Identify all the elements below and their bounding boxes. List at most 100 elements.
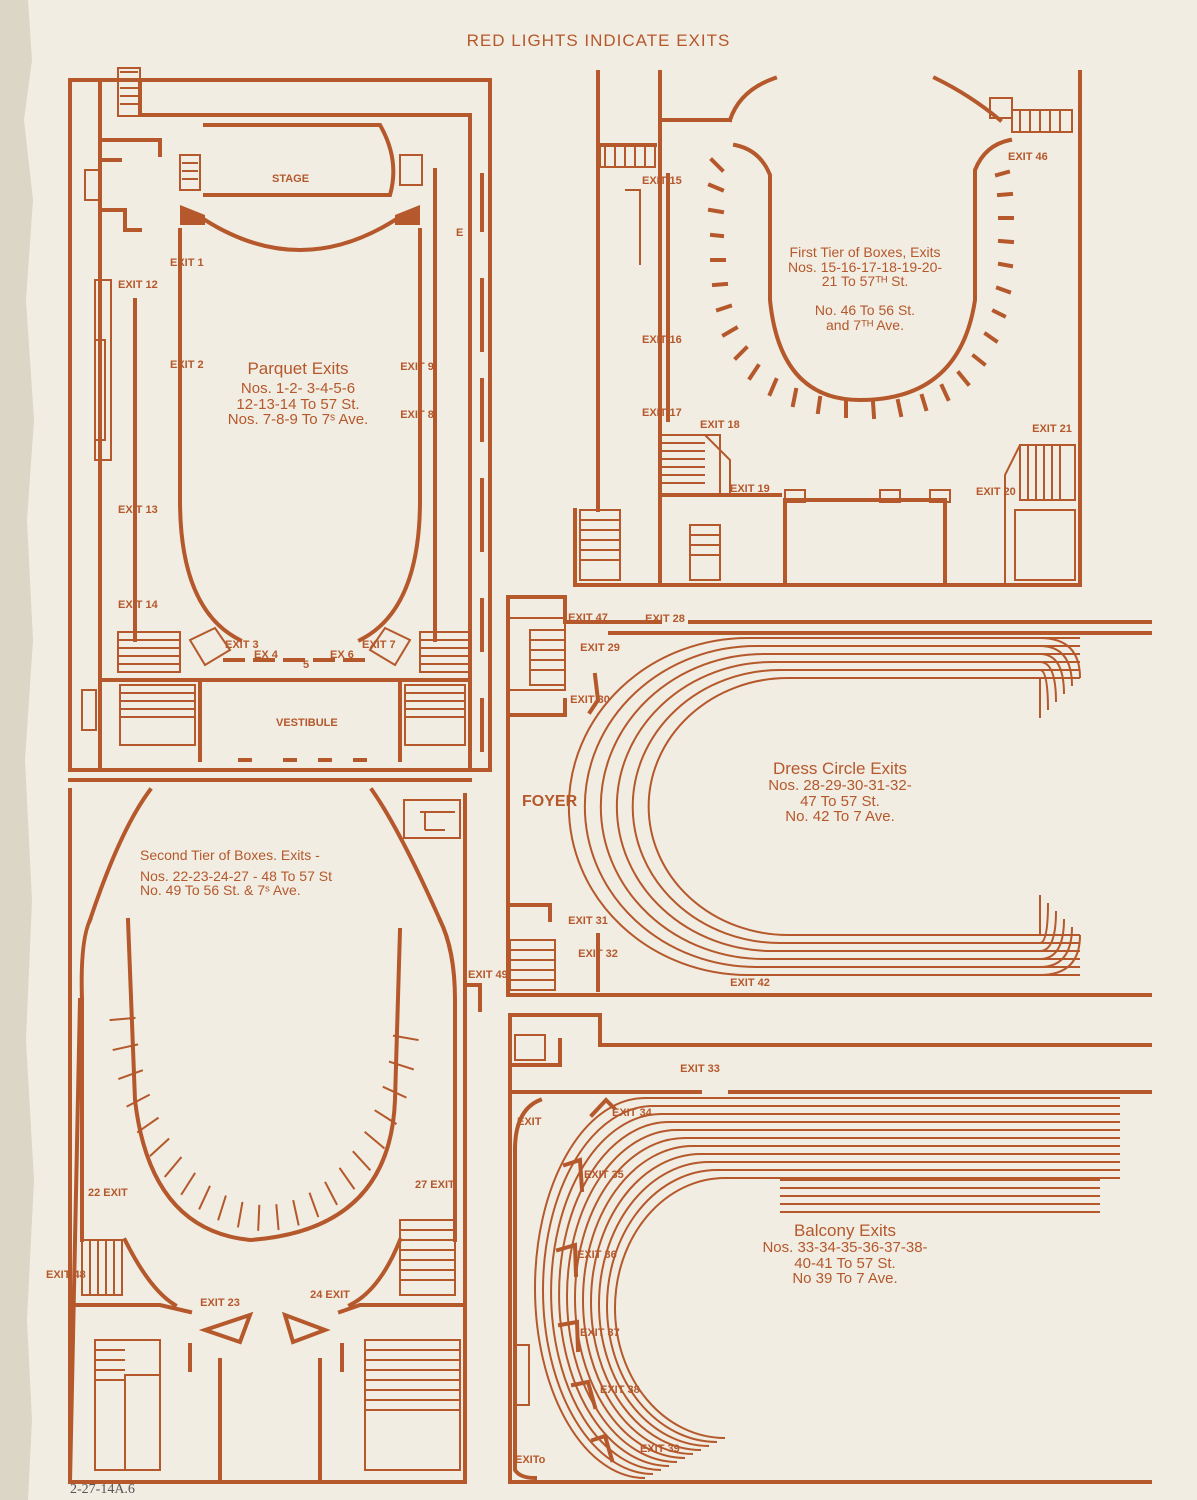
- exit-16-label: EXIT 16: [642, 334, 682, 346]
- first-tier-line-4: and 7ᵀᴴ Ave.: [826, 316, 904, 333]
- balcony-line-2: 40-41 To 57 St.: [794, 1254, 896, 1272]
- parquet-line-1: Nos. 1-2- 3-4-5-6: [240, 379, 356, 397]
- dress-circle-row-end: [1039, 653, 1065, 695]
- exit-19-label: EXIT 19: [730, 483, 770, 495]
- balcony-row: [558, 1121, 1120, 1467]
- exit-23-label: EXIT 23: [200, 1297, 240, 1309]
- exit-24-label: 24 EXIT: [310, 1289, 350, 1301]
- box-partition: [163, 1156, 183, 1178]
- exit-38-label: EXIT 38: [600, 1384, 640, 1396]
- dress-circle-text: Dress Circle Exits Nos. 28-29-30-31-32- …: [735, 760, 945, 825]
- dress-circle-row-end: [1039, 910, 1057, 952]
- second-tier-plan: [67, 778, 482, 1485]
- exit-35-label: EXIT 35: [584, 1169, 624, 1181]
- exit-5-label: 5: [302, 659, 310, 671]
- dress-circle-line-2: 47 To 57 St.: [800, 792, 880, 810]
- first-tier-title: First Tier of Boxes, Exits: [789, 244, 941, 260]
- dress-circle-row: [647, 677, 1080, 936]
- exit-49-label: EXIT 49: [468, 969, 508, 981]
- dress-circle-row-end: [1039, 645, 1073, 687]
- balcony-line-1: Nos. 33-34-35-36-37-38-: [762, 1238, 928, 1256]
- balcony-row: [566, 1129, 1120, 1463]
- box-partition: [149, 1137, 170, 1157]
- balcony-title: Balcony Exits: [793, 1221, 897, 1240]
- box-partition: [236, 1201, 244, 1228]
- parquet-title: Parquet Exits: [247, 359, 349, 378]
- box-partition: [338, 1167, 356, 1190]
- box-partition: [109, 1016, 136, 1022]
- box-partition: [180, 1172, 196, 1196]
- box-partition: [324, 1181, 338, 1206]
- dress-circle-row-end: [1039, 661, 1057, 703]
- exit-6-label: EX 6: [330, 649, 354, 661]
- balcony-row: [598, 1161, 1120, 1447]
- exit-14-label: EXIT 14: [118, 599, 158, 611]
- dress-circle-title: Dress Circle Exits: [772, 759, 908, 778]
- exit-36-label: EXIT 36: [577, 1249, 617, 1261]
- dress-circle-row: [631, 669, 1080, 944]
- box-partition: [374, 1109, 398, 1125]
- second-tier-line-1: Nos. 22-23-24-27 - 48 To 57 St: [140, 867, 332, 884]
- box-partition: [352, 1150, 372, 1172]
- foyer-label: FOYER: [522, 793, 578, 810]
- box-partition: [198, 1185, 211, 1210]
- box-partition: [112, 1043, 139, 1051]
- dress-circle-line-1: Nos. 28-29-30-31-32-: [768, 776, 912, 794]
- exit-47-label: EXIT 47: [568, 612, 608, 624]
- parquet-plan: [68, 67, 492, 772]
- box-partition: [257, 1204, 261, 1231]
- box-partition: [392, 1034, 419, 1042]
- balcony-exit-left-label: EXIT: [517, 1116, 542, 1128]
- box-partition: [388, 1060, 415, 1071]
- first-tier-text: First Tier of Boxes, Exits Nos. 15-16-17…: [770, 245, 960, 332]
- first-tier-line-2: 21 To 57ᵀᴴ St.: [821, 273, 909, 290]
- first-tier-line-1: Nos. 15-16-17-18-19-20-: [787, 258, 943, 275]
- parquet-line-2: 12-13-14 To 57 St.: [236, 395, 360, 413]
- balcony-row: [614, 1177, 1120, 1439]
- box-partition: [275, 1204, 280, 1231]
- first-tier-line-3: No. 46 To 56 St.: [814, 302, 916, 319]
- exit-18-label: EXIT 18: [700, 419, 740, 431]
- balcony-exit-bottom-label: EXITo: [515, 1454, 546, 1466]
- exit-22-label: 22 EXIT: [88, 1187, 128, 1199]
- dress-circle-row: [567, 637, 1080, 976]
- box-partition: [217, 1195, 227, 1221]
- box-partition: [118, 1069, 144, 1080]
- exit-20-label: EXIT 20: [976, 486, 1016, 498]
- exit-17-label: EXIT 17: [642, 407, 682, 419]
- second-tier-text: Second Tier of Boxes. Exits - Nos. 22-23…: [140, 848, 400, 898]
- second-tier-line-2: No. 49 To 56 St. & 7ˢ Ave.: [140, 882, 301, 899]
- balcony-row: [574, 1137, 1120, 1459]
- dress-circle-plan: [506, 595, 1152, 997]
- exit-48-label: EXIT 48: [46, 1269, 86, 1281]
- dress-circle-row-end: [1039, 637, 1081, 679]
- box-partition: [126, 1093, 151, 1108]
- archive-note: 2-27-14A.6: [70, 1482, 135, 1497]
- exit-42-label: EXIT 42: [730, 977, 770, 989]
- exit-39-label: EXIT 39: [640, 1443, 680, 1455]
- exit-21-label: EXIT 21: [1032, 423, 1072, 435]
- box-partition: [363, 1130, 386, 1150]
- dress-circle-line-3: No. 42 To 7 Ave.: [785, 808, 895, 826]
- box-partition: [136, 1116, 160, 1134]
- exit-1-label: EXIT 1: [170, 257, 204, 269]
- first-tier-plan: [573, 70, 1082, 587]
- balcony-row: [590, 1153, 1120, 1451]
- balcony-row: [534, 1097, 1120, 1479]
- box-partition: [382, 1085, 407, 1099]
- exit-46-label: EXIT 46: [1008, 151, 1048, 163]
- exit-9-label: EXIT 9: [400, 361, 434, 373]
- balcony-text: Balcony Exits Nos. 33-34-35-36-37-38- 40…: [740, 1222, 950, 1287]
- exit-37-label: EXIT 37: [580, 1327, 620, 1339]
- exit-15-label: EXIT 15: [642, 175, 682, 187]
- balcony-plan: [508, 1013, 1152, 1484]
- parquet-line-3: Nos. 7-8-9 To 7ˢ Ave.: [227, 411, 369, 429]
- exit-4-label: EX 4: [254, 649, 278, 661]
- exit-32-label: EXIT 32: [578, 948, 618, 960]
- parquet-exits-text: Parquet Exits Nos. 1-2- 3-4-5-6 12-13-14…: [198, 360, 398, 428]
- exit-27-label: 27 EXIT: [415, 1179, 455, 1191]
- exit-e-label: E: [456, 227, 464, 239]
- dress-circle-row: [583, 645, 1080, 968]
